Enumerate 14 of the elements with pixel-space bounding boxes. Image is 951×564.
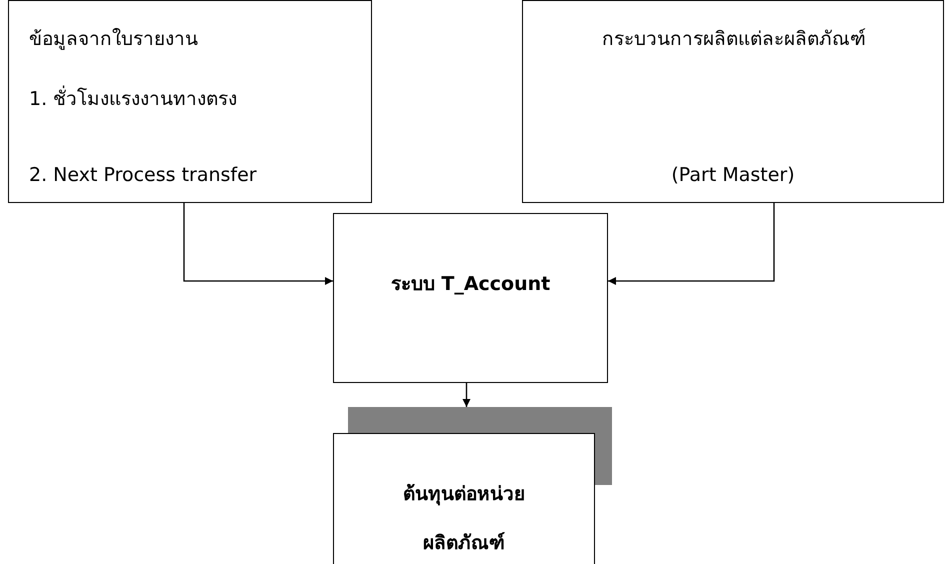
box-text: ระบบ T_Account (390, 272, 552, 297)
box-text: กระบวนการผลิตแต่ละผลิตภัณฑ์ (601, 27, 867, 52)
box-text: 1. ชั่วโมงแรงงานทางตรง (29, 75, 238, 124)
arrow (183, 203, 333, 285)
box-text: (Part Master) (670, 163, 796, 188)
process-box (333, 213, 608, 383)
arrow (608, 203, 775, 285)
process-box (522, 0, 944, 203)
process-box (8, 0, 372, 203)
box-text: 2. Next Process transfer (29, 163, 257, 188)
box-text: ต้นทุนต่อหน่วยผลิตภัณฑ์ (402, 482, 526, 556)
process-box (333, 433, 595, 564)
box-text: ข้อมูลจากใบรายงาน (29, 27, 198, 52)
arrow (462, 383, 470, 407)
